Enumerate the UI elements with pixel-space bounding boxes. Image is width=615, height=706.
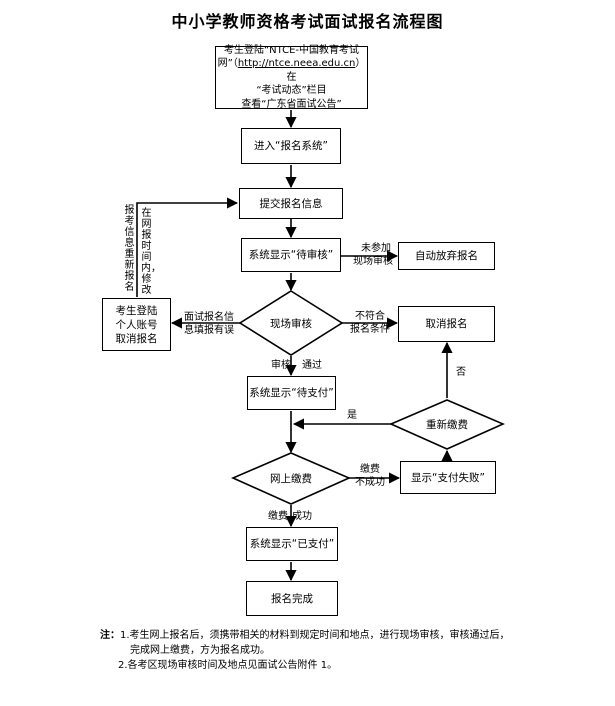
onsite-review-diamond <box>238 290 344 356</box>
note-2: 2.各考区现场审核时间及地点见面试公告附件 1。 <box>118 660 338 671</box>
notes: 注：1.考生网上报名后，须携带相关的材料到规定时间和地点，进行现场审核，审核通过… <box>100 628 605 673</box>
pay-fail-label: 缴费 不成功 <box>355 464 385 488</box>
not-attend-label: 未参加 现场审核 <box>353 243 393 267</box>
pay-success-label: 缴费成功 <box>268 511 312 522</box>
start-line2: 网”（http://ntce.neea.edu.cn）在 <box>217 58 366 83</box>
note-1-cont: 完成网上缴费，方为报名成功。 <box>130 645 270 656</box>
show-fail-box: 显示“支付失败” <box>400 461 496 494</box>
ntce-link[interactable]: http://ntce.neea.edu.cn <box>237 58 356 70</box>
start-box: 考生登陆“NTCE-中国教育考试 网”（http://ntce.neea.edu… <box>215 44 368 110</box>
start-line4: 查看“广东省面试公告” <box>241 98 342 110</box>
done-box: 报名完成 <box>246 581 338 616</box>
no-label: 否 <box>456 367 466 378</box>
pending-review-box: 系统显示“待审核” <box>241 238 341 272</box>
info-error-label: 面试报名信 息填报有误 <box>184 312 234 336</box>
yes-label: 是 <box>347 410 357 421</box>
paid-box: 系统显示“已支付” <box>246 527 338 561</box>
online-pay-diamond <box>231 452 351 505</box>
review-pass-label: 审核通过 <box>271 360 322 371</box>
relogin-box: 考生登陆 个人账号 取消报名 <box>102 298 171 351</box>
side-note-col2: 报考信息重新报名 <box>124 205 135 293</box>
pending-pay-box: 系统显示“待支付” <box>247 376 336 410</box>
not-meet-label: 不符合 报名条件 <box>350 311 390 335</box>
submit-info-box: 提交报名信息 <box>239 188 343 219</box>
repay-diamond <box>389 399 505 450</box>
onsite-review-text: 现场审核 <box>270 318 312 330</box>
start-line1: 考生登陆“NTCE-中国教育考试 <box>223 44 360 56</box>
note-1: 注：1.考生网上报名后，须携带相关的材料到规定时间和地点，进行现场审核，审核通过… <box>100 630 510 641</box>
cancel-box: 取消报名 <box>398 306 495 342</box>
repay-text: 重新缴费 <box>426 419 468 431</box>
side-note-col1: 在网报时间内，修改 <box>141 208 161 296</box>
page-title: 中小学教师资格考试面试报名流程图 <box>171 12 444 31</box>
enter-system-box: 进入“报名系统” <box>241 128 341 164</box>
online-pay-text: 网上缴费 <box>270 473 312 485</box>
start-line3: “考试动态”栏目 <box>256 85 327 97</box>
auto-abandon-box: 自动放弃报名 <box>398 242 495 270</box>
